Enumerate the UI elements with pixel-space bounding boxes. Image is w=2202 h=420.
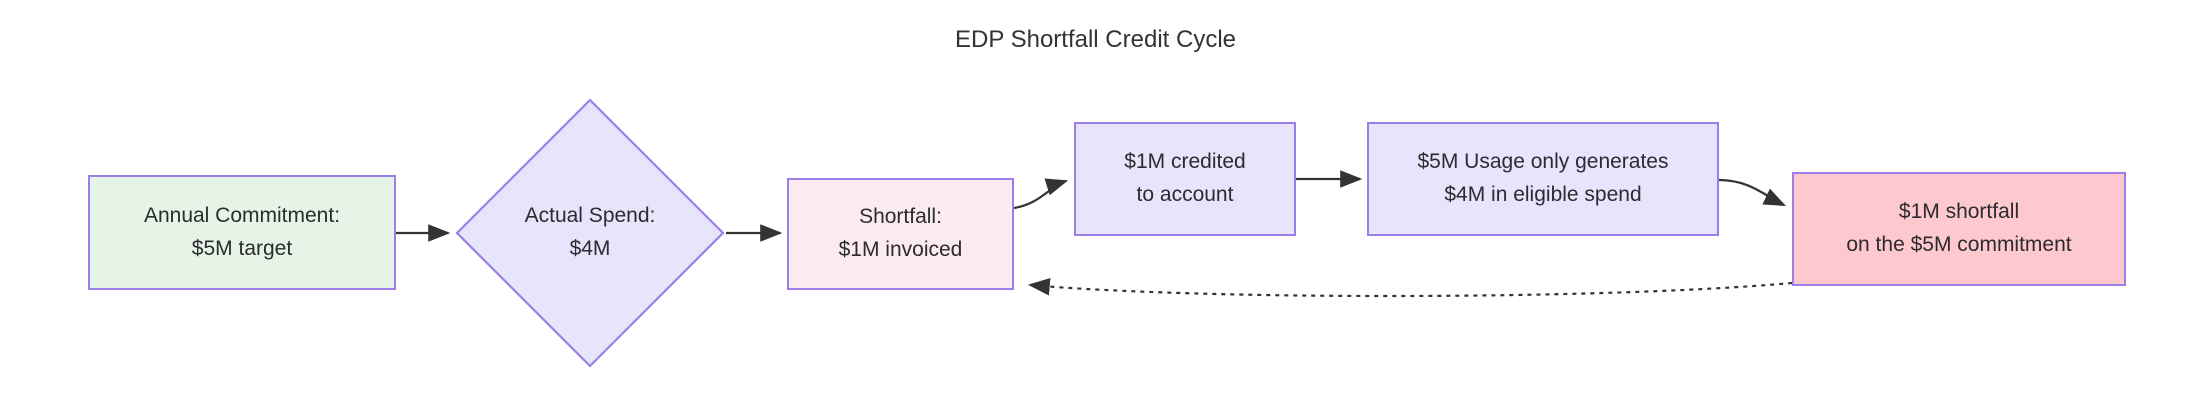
node-usage-eligible-spend[interactable]: $5M Usage only generates $4M in eligible… [1367,122,1719,236]
diamond-shape [455,98,725,368]
node-annual-commitment-line-1: Annual Commitment: [143,203,341,227]
node-net-shortfall[interactable]: $1M shortfall on the $5M commitment [1792,172,2126,286]
node-shortfall[interactable]: Shortfall: $1M invoiced [787,178,1014,290]
node-net-shortfall-line-2: on the $5M commitment [1846,233,2072,256]
node-credited-to-account[interactable]: $1M credited to account [1074,122,1296,236]
node-usage-line-2: $4M in eligible spend [1444,183,1642,206]
node-annual-commitment-line-2: $5M target [191,236,293,260]
edge-usage-to-net-shortfall [1718,178,1786,206]
node-net-shortfall-line-1: $1M shortfall [1898,200,2020,224]
node-credited-line-1: $1M credited [1124,150,1246,174]
edge-shortfall-to-credited [1013,178,1069,210]
node-shortfall-line-2: $1M invoiced [838,238,963,261]
page-title: EDP Shortfall Credit Cycle [955,26,1236,53]
node-actual-spend[interactable]: Actual Spend: $4M [455,98,725,368]
node-shortfall-line-1: Shortfall: [859,205,942,229]
edge-net-shortfall-to-shortfall-return [1027,277,1793,298]
node-annual-commitment[interactable]: Annual Commitment: $5M target [88,175,396,290]
node-credited-line-2: to account [1136,183,1234,206]
node-usage-line-1: $5M Usage only generates [1417,150,1669,174]
